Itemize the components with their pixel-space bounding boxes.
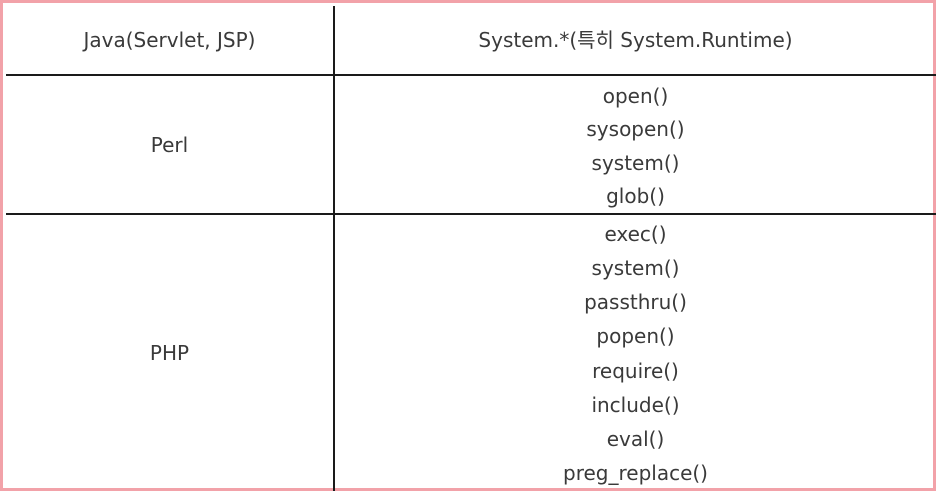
function-item: include() bbox=[591, 392, 680, 417]
function-item: passthru() bbox=[584, 290, 687, 315]
language-cell-perl: Perl bbox=[6, 76, 333, 213]
language-cell-php: PHP bbox=[6, 215, 333, 491]
function-item: require() bbox=[592, 358, 679, 383]
row-divider bbox=[6, 213, 936, 215]
function-item: exec() bbox=[604, 222, 667, 246]
language-label: Perl bbox=[150, 132, 189, 157]
function-item: system() bbox=[591, 150, 680, 175]
function-item: preg_replace() bbox=[563, 460, 708, 485]
function-item: system() bbox=[591, 256, 680, 281]
function-item: eval() bbox=[606, 426, 665, 451]
header-divider bbox=[6, 74, 936, 76]
function-list-perl: open() sysopen() system() glob() bbox=[335, 81, 936, 211]
function-table: Java(Servlet, JSP) System.*(특히 System.Ru… bbox=[6, 6, 936, 491]
header-cell-left: Java(Servlet, JSP) bbox=[6, 6, 333, 74]
header-left-text: Java(Servlet, JSP) bbox=[83, 28, 256, 52]
function-item: popen() bbox=[596, 324, 675, 349]
column-divider bbox=[333, 6, 335, 491]
function-item: glob() bbox=[606, 183, 665, 208]
header-right-text: System.*(특히 System.Runtime) bbox=[478, 28, 793, 52]
language-label: PHP bbox=[149, 341, 190, 365]
header-cell-right: System.*(특히 System.Runtime) bbox=[335, 6, 936, 74]
function-list-php: exec() system() passthru() popen() requi… bbox=[335, 219, 936, 488]
function-item: sysopen() bbox=[586, 117, 685, 142]
function-item: open() bbox=[602, 84, 669, 108]
